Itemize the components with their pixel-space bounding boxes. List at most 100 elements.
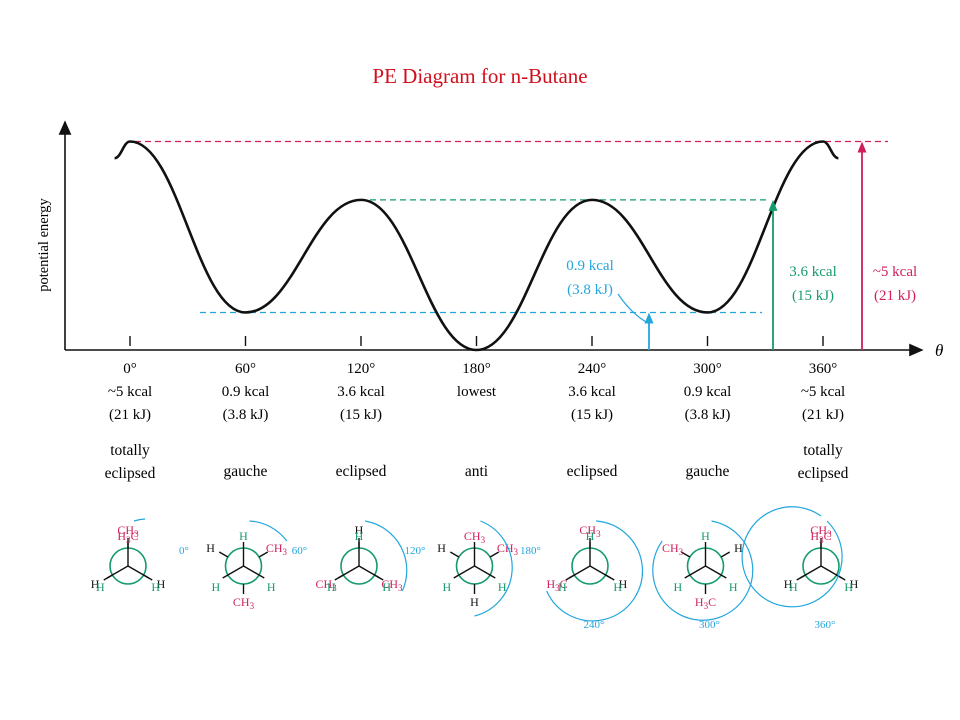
tick-label: (21 kJ) (802, 407, 844, 423)
tick-label: 120° (347, 361, 376, 377)
substituent-label: CH3 (810, 523, 832, 539)
arrow-blue-head (644, 312, 654, 324)
conformation-name: gauche (686, 463, 730, 480)
substituent-label: H3C (117, 529, 138, 545)
substituent-label: H (470, 595, 479, 609)
energy-guide-lines (135, 140, 888, 314)
energy-curve-group (114, 140, 839, 352)
front-bond (337, 565, 360, 579)
energy-arrows: 0.9 kcal(3.8 kJ)3.6 kcal(15 kJ)~5 kcal(2… (566, 141, 917, 350)
substituent-label: CH3 (497, 541, 519, 557)
annotation-blue-line: (3.8 kJ) (567, 282, 613, 298)
front-bond (453, 565, 475, 579)
y-axis-label: potential energy (36, 197, 52, 291)
rotation-arc (249, 520, 288, 542)
conformation-name: eclipsed (336, 463, 387, 480)
tick-label: 0.9 kcal (222, 384, 269, 400)
front-bond (799, 565, 822, 579)
rotation-angle-label: 300° (699, 619, 720, 631)
substituent-label: H (96, 580, 105, 594)
substituent-label: H3C (695, 595, 716, 611)
back-bond (720, 551, 731, 558)
rotation-angle-label: 240° (584, 619, 605, 631)
annotation-blue-line: 0.9 kcal (566, 258, 613, 274)
rotation-angle-label: 180° (520, 545, 541, 557)
substituent-label: H (784, 577, 793, 591)
back-bond (218, 551, 229, 558)
front-bond (705, 565, 727, 579)
substituent-label: H (673, 580, 682, 594)
conformation-name: gauche (224, 463, 268, 480)
rotation-angle-label: 120° (405, 545, 426, 557)
arrow-green-head (768, 199, 778, 211)
substituent-label: H (734, 541, 743, 555)
x-axis-label: θ (935, 341, 943, 360)
tick-label: 60° (235, 361, 256, 377)
substituent-label: H (355, 529, 364, 543)
substituent-label: H (267, 580, 276, 594)
rotation-arc (133, 518, 146, 522)
back-bond (258, 551, 269, 558)
front-bond (684, 565, 706, 579)
substituent-label: H (558, 580, 567, 594)
back-bond (489, 551, 500, 558)
substituent-label: H (619, 577, 628, 591)
substituent-label: H3C (810, 529, 831, 545)
tick-label: 180° (462, 361, 491, 377)
substituent-label: H (613, 580, 622, 594)
front-bond (243, 565, 265, 579)
substituent-label: CH3 (117, 523, 139, 539)
tick-label: (21 kJ) (109, 407, 151, 423)
tick-label: 300° (693, 361, 722, 377)
substituent-label: H (382, 580, 391, 594)
back-bond (680, 551, 691, 558)
front-bond (127, 565, 150, 579)
tick-label: (15 kJ) (571, 407, 613, 423)
substituent-label: H3C (546, 577, 567, 593)
x-ticks: 0°~5 kcal(21 kJ)60°0.9 kcal(3.8 kJ)120°3… (108, 336, 845, 423)
substituent-label: H (437, 541, 446, 555)
annotation-green-line: 3.6 kcal (789, 264, 836, 280)
rotation-angle-label: 60° (292, 545, 307, 557)
substituent-label: CH3 (662, 541, 684, 557)
front-bond (589, 565, 612, 579)
substituent-label: H (729, 580, 738, 594)
substituent-label: H (327, 580, 336, 594)
rotation-arc (364, 520, 408, 592)
conformation-name: totally (110, 442, 150, 459)
substituent-label: CH3 (266, 541, 288, 557)
substituent-label: H (789, 580, 798, 594)
front-bond (474, 565, 496, 579)
tick-label: (3.8 kJ) (685, 407, 731, 423)
tick-label: ~5 kcal (801, 384, 845, 400)
tick-label: 240° (578, 361, 607, 377)
substituent-label: H (844, 580, 853, 594)
front-bond (222, 565, 244, 579)
annotation-blue-leader (617, 293, 647, 323)
substituent-label: CH3 (579, 523, 601, 539)
tick-label: (15 kJ) (340, 407, 382, 423)
substituent-label: H (498, 580, 507, 594)
substituent-label: H (91, 577, 100, 591)
substituent-label: H (355, 523, 364, 537)
conformation-name: eclipsed (105, 465, 156, 482)
substituent-label: H (151, 580, 160, 594)
annotation-green-line: (15 kJ) (792, 288, 834, 304)
chart-title: PE Diagram for n-Butane (372, 64, 588, 88)
conformation-name: eclipsed (567, 463, 618, 480)
conformation-names: totally eclipsed gauche eclipsed anti eclipse… (105, 442, 849, 482)
substituent-label: H (701, 529, 710, 543)
annotation-red-line: (21 kJ) (874, 288, 916, 304)
rotation-arc (652, 520, 754, 621)
substituent-label: H (850, 577, 859, 591)
conformation-name: anti (465, 463, 489, 480)
substituent-label: H (586, 529, 595, 543)
substituent-label: H (211, 580, 220, 594)
substituent-label: CH3 (381, 577, 403, 593)
